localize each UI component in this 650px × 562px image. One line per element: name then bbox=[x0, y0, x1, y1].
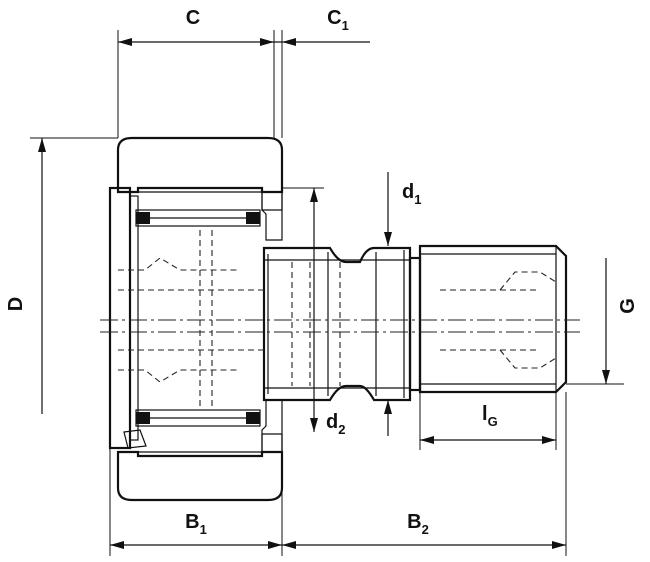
outer-ring-bottom bbox=[116, 450, 284, 502]
needle-roller-top bbox=[135, 209, 261, 227]
flange-washer bbox=[108, 186, 139, 450]
label-b1: B1 bbox=[185, 511, 207, 537]
label-d1: d1 bbox=[402, 181, 421, 207]
dimension-d: D bbox=[5, 137, 118, 414]
label-g: G bbox=[617, 298, 639, 314]
dimension-lg: lG bbox=[419, 392, 557, 450]
dimension-d2: d2 bbox=[310, 188, 345, 437]
label-c1: C1 bbox=[327, 7, 349, 33]
dimension-b1: B1 bbox=[109, 448, 283, 556]
dimension-d1: d1 bbox=[282, 172, 421, 436]
outer-ring-top bbox=[116, 136, 284, 194]
stud-shank bbox=[262, 246, 412, 402]
dimension-c: C bbox=[117, 7, 275, 138]
label-d: D bbox=[5, 297, 27, 311]
dimension-c1: C1 bbox=[274, 7, 370, 138]
dimension-g: G bbox=[566, 258, 639, 385]
seal-bottom bbox=[261, 399, 283, 453]
label-lg: lG bbox=[482, 403, 498, 429]
dimension-b2: B2 bbox=[282, 392, 567, 556]
label-d2: d2 bbox=[326, 411, 345, 437]
thread-section bbox=[408, 244, 568, 394]
label-c: C bbox=[186, 7, 200, 29]
seal-bottom-left bbox=[123, 429, 147, 449]
needle-roller-bottom bbox=[135, 409, 261, 427]
label-b2: B2 bbox=[407, 511, 429, 537]
seal-top bbox=[261, 191, 283, 241]
